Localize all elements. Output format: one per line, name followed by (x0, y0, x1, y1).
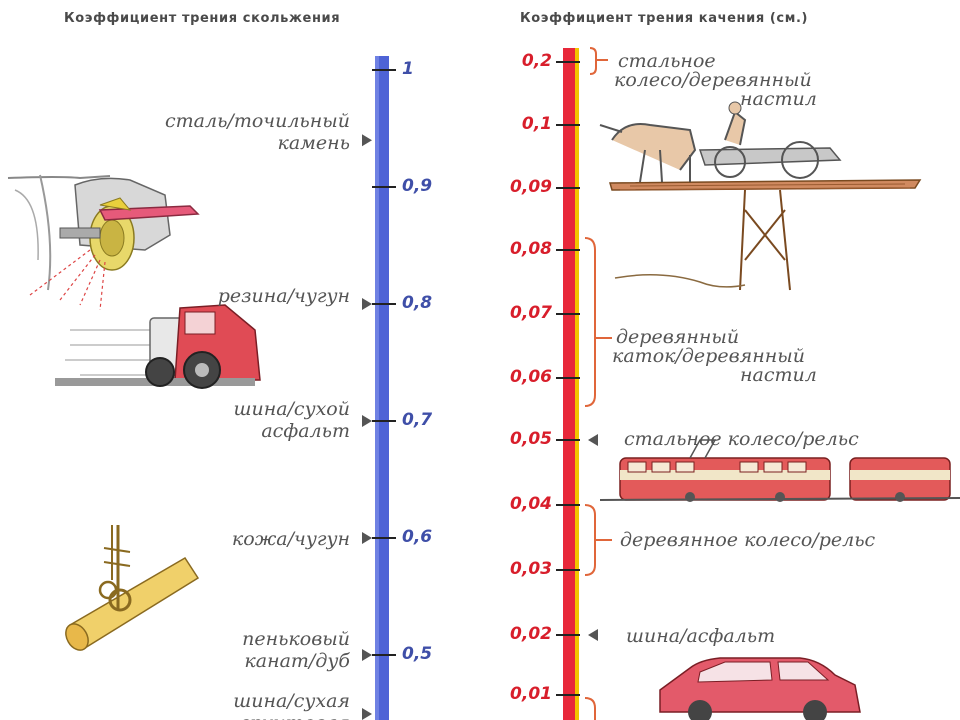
sliding-friction-title: Коэффициент трения скольжения (64, 11, 341, 26)
sliding-pointer-arrows (362, 134, 372, 720)
sliding-tick-label: 0,6 (402, 527, 433, 547)
sliding-pair-line1: шина/сухой (233, 398, 350, 420)
rolling-tick-label: 0,09 (510, 177, 552, 197)
rolling-pair-line1: шина/асфальт (626, 625, 776, 647)
sliding-tick-label: 1 (402, 59, 414, 79)
rope-log-illustration (65, 525, 200, 651)
rolling-pair-line1: деревянное колесо/рельс (620, 529, 876, 551)
rolling-pair-line1: стальное колесо/рельс (624, 428, 859, 450)
bracket-bottom (584, 697, 596, 720)
bracket-steel-wood (589, 47, 608, 75)
bracket-roller-wood (584, 237, 612, 407)
sliding-pair-label: резина/чугун (218, 285, 350, 307)
sliding-pointer-arrow (362, 298, 372, 310)
sliding-pointer-arrow (362, 649, 372, 661)
rolling-tick-label: 0,01 (510, 684, 552, 704)
car-illustration (659, 657, 861, 720)
rolling-pair-line3: настил (740, 364, 817, 386)
sliding-tick-marks (372, 69, 396, 656)
sliding-pair-line2: камень (277, 132, 350, 154)
rolling-tick-label: 0,04 (510, 494, 552, 514)
rolling-scale-bar (563, 48, 577, 720)
sliding-tick-label: 0,7 (402, 410, 433, 430)
rolling-friction-title: Коэффициент трения качения (см.) (520, 11, 809, 26)
sliding-pair-label: шина/сухаягрунтовая (233, 690, 350, 720)
sliding-pair-label: кожа/чугун (232, 528, 350, 550)
rolling-tick-label: 0,07 (510, 303, 552, 323)
arrow-tire-asphalt (588, 629, 598, 641)
sliding-pair-line1: кожа/чугун (231, 528, 350, 550)
sliding-tick-label: 0,8 (402, 293, 433, 313)
sliding-pointer-arrow (362, 708, 372, 720)
sliding-pair-line1: шина/сухая (233, 690, 350, 712)
sliding-pair-line1: пеньковый (242, 628, 350, 650)
rolling-pair-line3: настил (740, 88, 817, 110)
rolling-tick-label: 0,08 (510, 239, 552, 259)
rolling-scale-yellow-edge (575, 48, 579, 720)
sliding-tick-label: 0,5 (402, 644, 433, 664)
sliding-pointer-arrow (362, 415, 372, 427)
sliding-pair-line1: сталь/точильный (164, 110, 350, 132)
rolling-pair-line1: стальное (618, 50, 716, 72)
rolling-tick-label: 0,05 (510, 429, 552, 449)
rolling-tick-label: 0,1 (521, 114, 552, 134)
tram-illustration (599, 439, 960, 502)
truck-illustration (55, 304, 261, 389)
sliding-tick-label: 0,9 (402, 176, 433, 196)
sliding-pointer-arrow (362, 532, 372, 544)
rolling-tick-label: 0,06 (510, 367, 552, 387)
sliding-pair-line2: асфальт (261, 420, 350, 442)
arrow-steel-rail (588, 434, 598, 446)
rolling-pair-line1: деревянный (616, 326, 740, 348)
bracket-wood-wheel-rail (584, 504, 612, 576)
sliding-pair-line2: канат/дуб (244, 650, 350, 672)
rolling-pair-line2: каток/деревянный (612, 345, 805, 367)
sliding-pair-line1: резина/чугун (217, 285, 350, 307)
horse-cart-illustration (599, 101, 922, 291)
sliding-scale-highlight (375, 56, 379, 720)
sliding-pointer-arrow (362, 134, 372, 147)
rolling-tick-marks (556, 61, 580, 696)
rolling-tick-label: 0,02 (510, 624, 552, 644)
rolling-brackets (584, 47, 612, 720)
rolling-tick-label: 0,03 (510, 559, 552, 579)
rolling-tick-label: 0,2 (521, 51, 552, 71)
sliding-pair-line2: грунтовая (233, 712, 350, 720)
grinder-illustration (7, 174, 200, 311)
rolling-pair-line2: колесо/деревянный (614, 69, 812, 91)
